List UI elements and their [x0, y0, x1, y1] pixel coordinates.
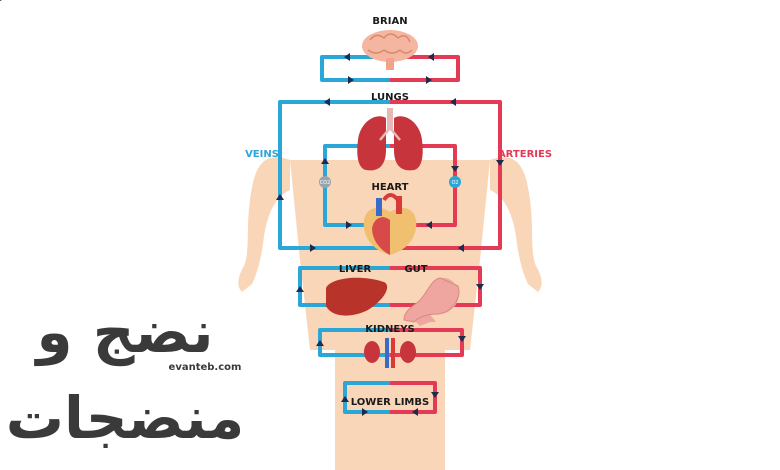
watermark-url: evanteb.com — [169, 362, 242, 373]
stomach-icon — [403, 277, 460, 326]
label-kidneys: KIDNEYS — [365, 324, 414, 335]
body-silhouette — [238, 157, 542, 470]
co2-label: CO2 — [320, 180, 331, 186]
watermark-logo: نضج و evanteb.com منضجات — [6, 298, 245, 452]
label-lower-limbs: LOWER LIMBS — [351, 397, 429, 408]
heart-icon — [363, 193, 417, 255]
label-lungs: LUNGS — [371, 92, 409, 103]
watermark-line1: نضج و — [34, 298, 214, 367]
label-arteries: ARTERIES — [498, 149, 552, 160]
o2-label: O2 — [451, 180, 458, 186]
watermark-line2: منضجات — [6, 384, 245, 452]
brain-icon — [362, 30, 418, 70]
label-brain: BRIAN — [372, 16, 407, 27]
liver-icon — [326, 277, 388, 316]
label-heart: HEART — [371, 182, 408, 193]
label-liver: LIVER — [339, 264, 372, 275]
label-gut: GUT — [404, 264, 427, 275]
co2-indicator: CO2 — [319, 176, 331, 188]
label-veins: VEINS — [245, 149, 279, 160]
kidneys-icon — [364, 338, 416, 368]
lungs-icon — [357, 108, 423, 171]
flow-arrows — [276, 53, 504, 416]
o2-indicator: O2 — [449, 176, 461, 188]
